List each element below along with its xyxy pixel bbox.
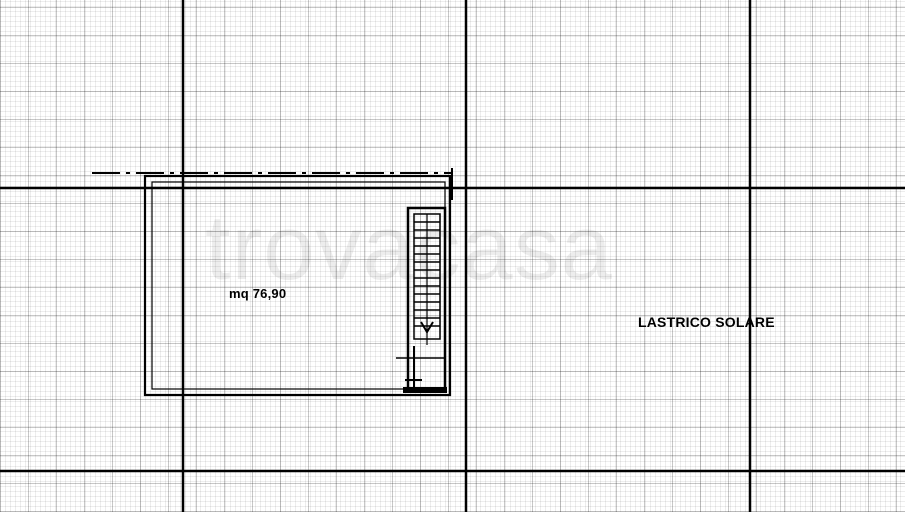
roof-terrace-label: LASTRICO SOLARE [638,314,775,330]
room-outer-wall [143,174,452,397]
staircase [396,206,447,393]
stair-direction-arrow [420,321,434,334]
room-area-label: mq 76,90 [229,286,287,301]
stair-base-block [403,387,447,393]
boundary-dash-line [92,168,453,200]
watermark: trovacasa [205,197,613,299]
